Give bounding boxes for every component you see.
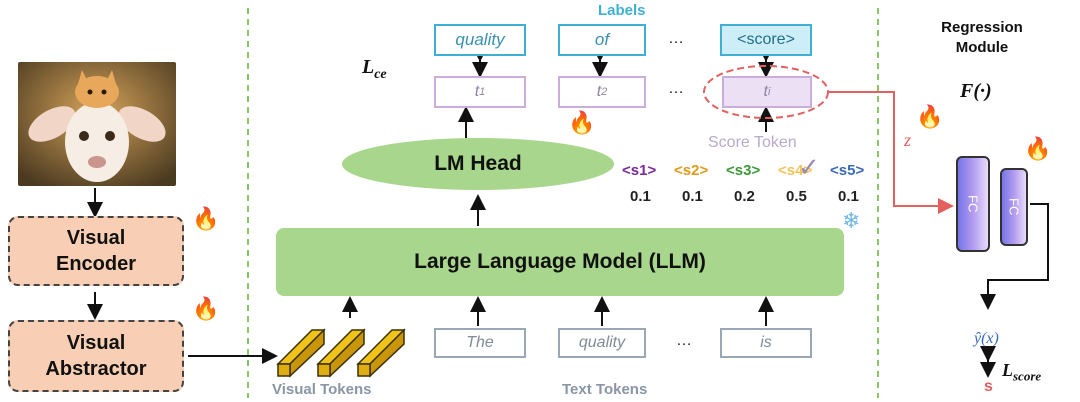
lce-loss: Lce <box>362 56 387 82</box>
score-level-4-label: <s4> <box>778 162 813 179</box>
lm-head: LM Head <box>342 138 614 190</box>
score-level-2-prob: 0.1 <box>682 188 703 205</box>
visual-abstractor-box: Visual Abstractor <box>8 320 184 392</box>
score-level-3-prob: 0.2 <box>734 188 755 205</box>
text-tokens-caption: Text Tokens <box>562 381 648 398</box>
score-level-distribution: <s1> <s2> <s3> <s4> <s5> ✓ 0.1 0.1 0.2 0… <box>622 152 878 210</box>
score-level-5-label: <s5> <box>830 162 865 179</box>
trainable-fire-icon: 🔥 <box>192 296 220 321</box>
fc-layer-2: FC <box>1000 168 1028 246</box>
selected-check-icon: ✓ <box>798 152 820 182</box>
z-feature-label: z <box>904 130 912 150</box>
predicted-score: ŷ(x) <box>974 330 999 347</box>
visual-encoder-box: Visual Encoder <box>8 216 184 286</box>
score-level-4-prob: 0.5 <box>786 188 807 205</box>
pred-ellipsis: … <box>668 80 685 97</box>
visual-abstractor-line1: Visual <box>66 332 126 354</box>
text-token-3: is <box>720 328 812 358</box>
label-token-1: quality <box>434 24 526 56</box>
visual-tokens-caption: Visual Tokens <box>272 381 372 398</box>
arrow-score-token-to-fc <box>828 91 954 214</box>
score-level-2-label: <s2> <box>674 162 709 179</box>
score-level-3-label: <s3> <box>726 162 761 179</box>
label-token-score: <score> <box>720 24 812 56</box>
text-token-ellipsis: … <box>676 332 693 349</box>
ground-truth-score: s <box>984 378 993 395</box>
label-ellipsis: … <box>668 30 685 47</box>
text-token-1: The <box>434 328 526 358</box>
trainable-fire-icon: 🔥 <box>916 104 944 129</box>
visual-encoder-line1: Visual <box>66 227 126 249</box>
score-loss: Lscore <box>1002 360 1042 384</box>
labels-title: Labels <box>598 2 646 19</box>
input-image <box>18 62 176 186</box>
score-token-caption: Score Token <box>708 134 797 151</box>
visual-token-bars <box>276 328 406 378</box>
score-level-1-label: <s1> <box>622 162 657 179</box>
trainable-fire-icon: 🔥 <box>1024 136 1052 161</box>
large-language-model: Large Language Model (LLM) <box>276 228 844 296</box>
score-level-1-prob: 0.1 <box>630 188 651 205</box>
arrow-fc-to-output <box>980 203 1049 310</box>
score-level-5-prob: 0.1 <box>838 188 859 205</box>
frozen-snowflake-icon: ❄ <box>842 208 861 233</box>
trainable-fire-icon: 🔥 <box>568 110 596 135</box>
trainable-fire-icon: 🔥 <box>192 206 220 231</box>
visual-abstractor-line2: Abstractor <box>45 358 147 380</box>
label-token-2: of <box>558 24 646 56</box>
fc-layer-1: FC <box>956 156 990 252</box>
text-token-2: quality <box>558 328 646 358</box>
regression-module-title: Regression Module <box>941 19 1023 56</box>
regression-function: F(·) <box>960 80 992 102</box>
visual-encoder-line2: Encoder <box>55 253 137 275</box>
